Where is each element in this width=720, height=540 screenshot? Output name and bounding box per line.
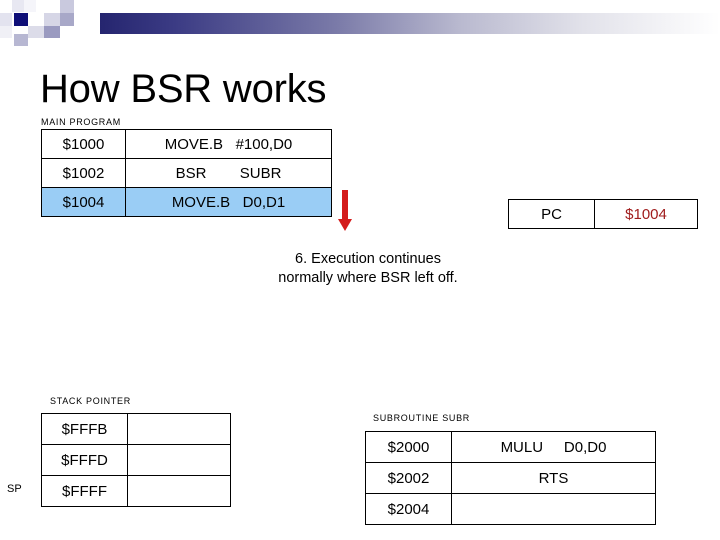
header-gradient-bar <box>100 13 720 34</box>
stack-pointer-caption: STACK POINTER <box>50 396 131 406</box>
pc-register-row: PC $1004 <box>508 199 698 229</box>
stack-value-2 <box>127 475 231 507</box>
main-program-instruction-2: MOVE.B D0,D1 <box>125 187 332 217</box>
page-title: How BSR works <box>40 67 327 111</box>
main-program-table: $1000 MOVE.B #100,D0 $1002 BSR SUBR $100… <box>41 129 332 217</box>
header-deco-square-4 <box>0 13 12 26</box>
main-program-address-1: $1002 <box>41 158 126 188</box>
pc-register-label: PC <box>508 199 595 229</box>
subroutine-address-0: $2000 <box>365 431 452 463</box>
subroutine-instruction-0: MULU D0,D0 <box>451 431 656 463</box>
stack-address-0: $FFFB <box>41 413 128 445</box>
stack-value-0 <box>127 413 231 445</box>
header-deco-square-5 <box>14 13 28 26</box>
explanation-line-1: 6. Execution continues <box>295 251 441 267</box>
main-program-address-0: $1000 <box>41 129 126 159</box>
table-row: $FFFB <box>41 413 231 445</box>
subroutine-caption: SUBROUTINE SUBR <box>373 413 471 423</box>
table-row: $2004 <box>365 493 656 525</box>
header-deco-square-8 <box>0 26 12 38</box>
header-deco-square-7 <box>60 13 74 26</box>
header-deco-square-9 <box>28 26 44 38</box>
subroutine-table: $2000 MULU D0,D0 $2002 RTS $2004 <box>365 431 656 525</box>
pc-register-box: PC $1004 <box>508 199 698 229</box>
main-program-instruction-0: MOVE.B #100,D0 <box>125 129 332 159</box>
explanation-line-2: normally where BSR left off. <box>278 270 458 286</box>
header-deco-square-3 <box>60 0 74 13</box>
explanation-note: 6. Execution continues normally where BS… <box>233 250 503 288</box>
subroutine-address-2: $2004 <box>365 493 452 525</box>
header-deco-square-10 <box>44 26 60 38</box>
stack-value-1 <box>127 444 231 476</box>
stack-table: $FFFB $FFFD $FFFF <box>41 413 231 507</box>
main-program-caption: MAIN PROGRAM <box>41 117 121 127</box>
subroutine-instruction-2 <box>451 493 656 525</box>
table-row: $FFFF <box>41 475 231 507</box>
header-deco-square-1 <box>12 0 24 12</box>
subroutine-instruction-1: RTS <box>451 462 656 494</box>
table-row: $FFFD <box>41 444 231 476</box>
main-program-address-2: $1004 <box>41 187 126 217</box>
header-deco-square-2 <box>24 0 36 12</box>
pc-register-value: $1004 <box>594 199 698 229</box>
stack-address-2: $FFFF <box>41 475 128 507</box>
table-row: $2002 RTS <box>365 462 656 494</box>
table-row-highlighted: $1004 MOVE.B D0,D1 <box>41 187 332 217</box>
header-deco-square-6 <box>44 13 60 26</box>
subroutine-address-1: $2002 <box>365 462 452 494</box>
header-deco-square-11 <box>14 34 28 46</box>
slide-header-decoration <box>0 0 720 46</box>
stack-address-1: $FFFD <box>41 444 128 476</box>
main-program-instruction-1: BSR SUBR <box>125 158 332 188</box>
header-deco-square-0 <box>0 0 12 12</box>
table-row: $1002 BSR SUBR <box>41 158 332 188</box>
table-row: $1000 MOVE.B #100,D0 <box>41 129 332 159</box>
stack-pointer-marker: SP <box>7 483 22 495</box>
down-arrow-icon <box>338 190 352 231</box>
table-row: $2000 MULU D0,D0 <box>365 431 656 463</box>
